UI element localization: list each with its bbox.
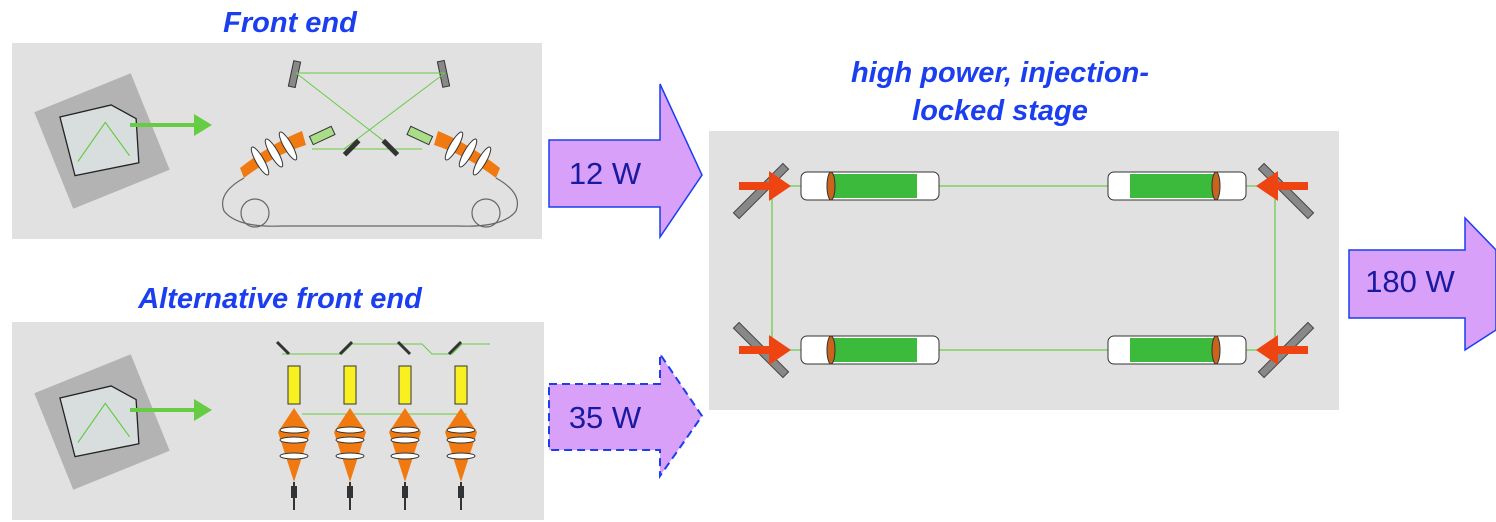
alternative-front-end-panel [12, 322, 544, 520]
arrow-35w-shape [548, 350, 704, 480]
stage-title-line1: high power, injection- [850, 57, 1150, 89]
alternative-front-end-schematic [34, 340, 490, 510]
alternative-front-end-title: Alternative front end [138, 283, 422, 315]
front-end-schematic [34, 59, 518, 228]
amplifier-columns [278, 365, 477, 510]
laser-rods [800, 171, 1247, 365]
stage-title-line2: locked stage [912, 95, 1088, 127]
arrow-12w-shape [548, 83, 703, 240]
front-end-title: Front end [223, 7, 357, 39]
injection-locked-ring-schematic [732, 162, 1315, 379]
arrow-180w-label: 180 W [1365, 264, 1455, 299]
pump-laser-icon [34, 73, 170, 209]
green-beam-arrow [194, 114, 212, 136]
arrow-35w-label: 35 W [568, 400, 642, 435]
arrow-12w-label: 12 W [568, 156, 642, 191]
pump-arrows [739, 171, 1308, 365]
arrow-180w-shape [1348, 216, 1496, 352]
front-end-panel [12, 43, 542, 239]
pump-laser-icon [34, 354, 170, 490]
high-power-stage-panel [709, 131, 1339, 410]
green-beam-arrow [194, 399, 212, 421]
